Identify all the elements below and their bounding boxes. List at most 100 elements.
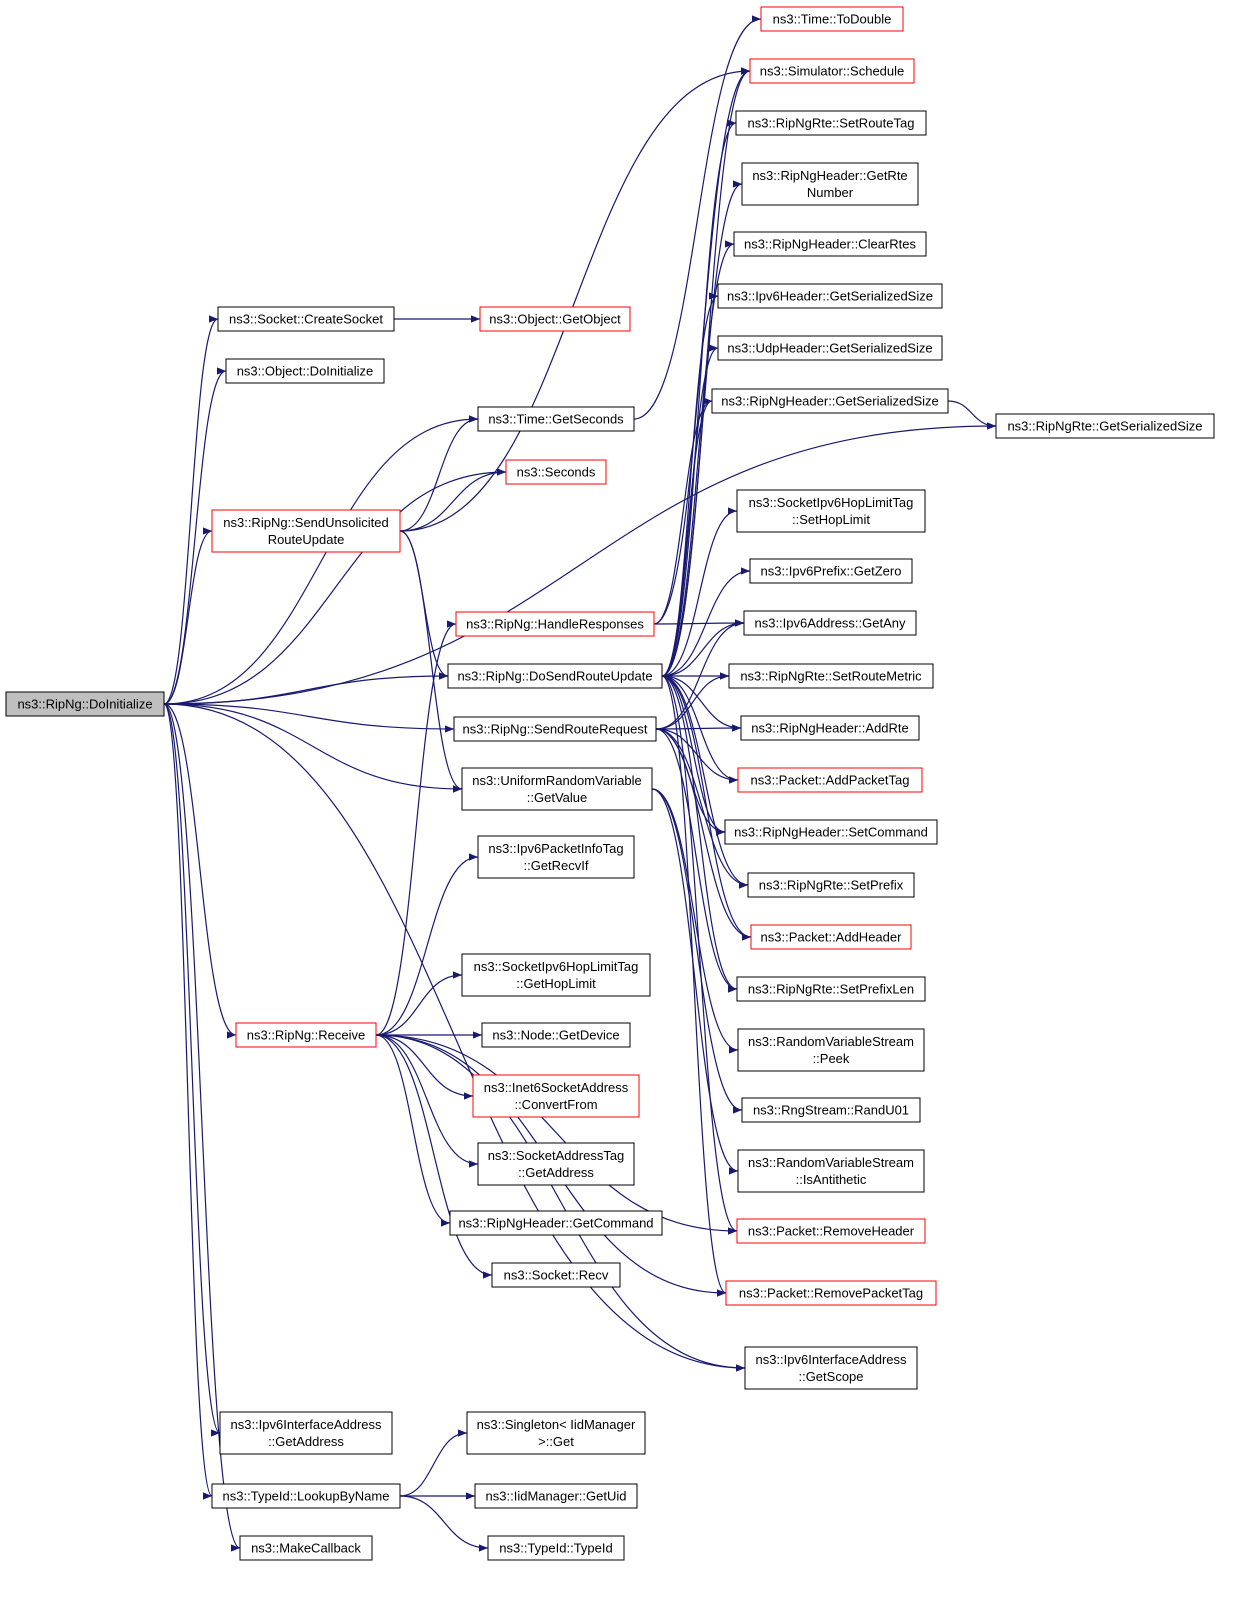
node-box <box>741 162 919 206</box>
node-label: ns3::Inet6SocketAddress <box>484 1080 629 1095</box>
node-time_getseconds[interactable]: ns3::Time::GetSeconds <box>477 406 635 432</box>
node-label: ns3::RngStream::RandU01 <box>753 1103 909 1118</box>
node-ipv6header_getserializedsize[interactable]: ns3::Ipv6Header::GetSerializedSize <box>717 283 943 309</box>
node-box <box>995 413 1215 439</box>
node-packet_removepackettag[interactable]: ns3::Packet::RemovePacketTag <box>725 1280 937 1306</box>
edge-receive-to-inet6_convertfrom <box>375 1034 474 1100</box>
node-ipv6ifaddr_getscope[interactable]: ns3::Ipv6InterfaceAddress::GetScope <box>744 1346 918 1390</box>
node-sockaddrtag_getaddress[interactable]: ns3::SocketAddressTag::GetAddress <box>477 1142 635 1186</box>
node-ripngrte_setprefix[interactable]: ns3::RipNgRte::SetPrefix <box>747 872 915 898</box>
node-box <box>749 558 913 584</box>
edge-uniform_getvalue-to-rvs_isantithetic <box>651 788 739 1175</box>
node-packet_removeheader[interactable]: ns3::Packet::RemoveHeader <box>736 1218 926 1244</box>
node-box <box>225 358 385 384</box>
edge-uniform_getvalue-to-rngstream_randu01 <box>651 788 743 1114</box>
node-typeid_lookupbyname[interactable]: ns3::TypeId::LookupByName <box>211 1483 401 1509</box>
node-box <box>239 1535 373 1561</box>
node-ripngrte_setroutetag[interactable]: ns3::RipNgRte::SetRouteTag <box>735 110 927 136</box>
node-uniform_getvalue[interactable]: ns3::UniformRandomVariable::GetValue <box>461 767 653 811</box>
node-label: ::GetAddress <box>268 1434 344 1449</box>
node-label: ns3::Ipv6Header::GetSerializedSize <box>727 289 933 304</box>
node-singleton_get[interactable]: ns3::Singleton< IidManager>::Get <box>466 1411 646 1455</box>
node-simulator_schedule[interactable]: ns3::Simulator::Schedule <box>749 58 915 84</box>
edge-do_send_route_update-to-ripngrte_setprefix <box>661 675 749 889</box>
node-label: ::GetAddress <box>518 1165 594 1180</box>
node-box <box>740 715 920 741</box>
edge-do_send_route_update-to-ipv6prefix_getzero <box>661 567 751 677</box>
node-doinit[interactable]: ns3::RipNg::DoInitialize <box>5 691 165 717</box>
node-box <box>479 306 631 332</box>
node-box <box>711 388 949 414</box>
node-label: ns3::RandomVariableStream <box>748 1155 914 1170</box>
node-object_doinit[interactable]: ns3::Object::DoInitialize <box>225 358 385 384</box>
node-packet_addpackettag[interactable]: ns3::Packet::AddPacketTag <box>737 767 923 793</box>
node-iidmanager_getuid[interactable]: ns3::IidManager::GetUid <box>474 1483 638 1509</box>
node-rvs_peek[interactable]: ns3::RandomVariableStream::Peek <box>737 1028 925 1072</box>
edge-receive-to-hoplimit_get <box>375 971 463 1036</box>
node-handle_responses[interactable]: ns3::RipNg::HandleResponses <box>455 611 655 637</box>
node-time_todouble[interactable]: ns3::Time::ToDouble <box>760 6 904 32</box>
node-typeid_typeid[interactable]: ns3::TypeId::TypeId <box>487 1535 625 1561</box>
node-label: ns3::Node::GetDevice <box>492 1028 619 1043</box>
node-label: ns3::SocketAddressTag <box>488 1148 625 1163</box>
node-hoplimit_set[interactable]: ns3::SocketIpv6HopLimitTag::SetHopLimit <box>736 489 926 533</box>
node-seconds[interactable]: ns3::Seconds <box>505 459 607 485</box>
node-ripngheader_clearrtes[interactable]: ns3::RipNgHeader::ClearRtes <box>733 231 927 257</box>
node-do_send_route_update[interactable]: ns3::RipNg::DoSendRouteUpdate <box>447 663 663 689</box>
node-box <box>741 1097 921 1123</box>
edge-do_send_route_update-to-packet_removeheader <box>661 675 738 1235</box>
node-label: ns3::UdpHeader::GetSerializedSize <box>727 341 932 356</box>
edge-doinit-to-create_socket <box>163 315 219 705</box>
node-box <box>461 767 653 811</box>
node-hoplimit_get[interactable]: ns3::SocketIpv6HopLimitTag::GetHopLimit <box>461 953 651 997</box>
edge-send_route_request-to-ripngrte_setprefixlen <box>655 728 738 993</box>
edge-send_route_request-to-ripngheader_addrte <box>655 724 742 732</box>
node-label: ns3::RipNgRte::SetRouteMetric <box>740 669 922 684</box>
node-ripngheader_addrte[interactable]: ns3::RipNgHeader::AddRte <box>740 715 920 741</box>
node-ipv6prefix_getzero[interactable]: ns3::Ipv6Prefix::GetZero <box>749 558 913 584</box>
edge-receive-to-ipv6ifaddr_getscope <box>375 1034 746 1372</box>
node-label: Number <box>807 185 854 200</box>
node-inet6_convertfrom[interactable]: ns3::Inet6SocketAddress::ConvertFrom <box>472 1074 640 1118</box>
node-label: ns3::RipNgHeader::GetSerializedSize <box>721 394 939 409</box>
node-label: ns3::RipNg::SendRouteRequest <box>462 722 647 737</box>
node-ripngrte_getserializedsize[interactable]: ns3::RipNgRte::GetSerializedSize <box>995 413 1215 439</box>
node-label: ns3::Socket::Recv <box>504 1268 609 1283</box>
edge-do_send_route_update-to-ipv6header_getserializedsize <box>661 292 719 677</box>
node-label: ns3::Packet::RemovePacketTag <box>739 1286 923 1301</box>
node-ripngheader_setcommand[interactable]: ns3::RipNgHeader::SetCommand <box>724 819 938 845</box>
edge-doinit-to-time_getseconds <box>163 415 479 705</box>
node-label: ::GetValue <box>527 790 587 805</box>
node-box <box>235 1022 377 1048</box>
node-box <box>453 716 657 742</box>
node-box <box>217 306 395 332</box>
node-ripngrte_setroutemetric[interactable]: ns3::RipNgRte::SetRouteMetric <box>728 663 934 689</box>
node-label: ns3::SocketIpv6HopLimitTag <box>474 959 639 974</box>
node-getobject[interactable]: ns3::Object::GetObject <box>479 306 631 332</box>
node-ipv6address_getany[interactable]: ns3::Ipv6Address::GetAny <box>743 610 917 636</box>
node-ripngheader_getserializedsize[interactable]: ns3::RipNgHeader::GetSerializedSize <box>711 388 949 414</box>
node-create_socket[interactable]: ns3::Socket::CreateSocket <box>217 306 395 332</box>
node-rngstream_randu01[interactable]: ns3::RngStream::RandU01 <box>741 1097 921 1123</box>
edge-doinit-to-typeid_lookupbyname <box>163 703 213 1500</box>
node-send_route_request[interactable]: ns3::RipNg::SendRouteRequest <box>453 716 657 742</box>
node-label: ns3::RipNgHeader::AddRte <box>751 721 909 736</box>
node-udpheader_getserializedsize[interactable]: ns3::UdpHeader::GetSerializedSize <box>717 335 943 361</box>
node-node_getdevice[interactable]: ns3::Node::GetDevice <box>481 1022 631 1048</box>
node-rvs_isantithetic[interactable]: ns3::RandomVariableStream::IsAntithetic <box>737 1149 925 1193</box>
node-label: ns3::Packet::RemoveHeader <box>748 1224 915 1239</box>
node-pkt_info_recvif[interactable]: ns3::Ipv6PacketInfoTag::GetRecvIf <box>477 835 635 879</box>
node-box <box>219 1411 393 1455</box>
node-receive[interactable]: ns3::RipNg::Receive <box>235 1022 377 1048</box>
node-packet_addheader[interactable]: ns3::Packet::AddHeader <box>750 924 912 950</box>
node-makecallback[interactable]: ns3::MakeCallback <box>239 1535 373 1561</box>
node-socket_recv[interactable]: ns3::Socket::Recv <box>491 1262 621 1288</box>
node-ripngrte_setprefixlen[interactable]: ns3::RipNgRte::SetPrefixLen <box>736 976 926 1002</box>
node-ipv6ifaddr_getaddress[interactable]: ns3::Ipv6InterfaceAddress::GetAddress <box>219 1411 393 1455</box>
node-ripngheader_getcommand[interactable]: ns3::RipNgHeader::GetCommand <box>449 1210 663 1236</box>
node-label: ns3::RipNg::DoSendRouteUpdate <box>457 669 652 684</box>
edge-time_getseconds-to-time_todouble <box>633 15 762 420</box>
edge-send_route_request-to-packet_addpackettag <box>655 728 739 784</box>
